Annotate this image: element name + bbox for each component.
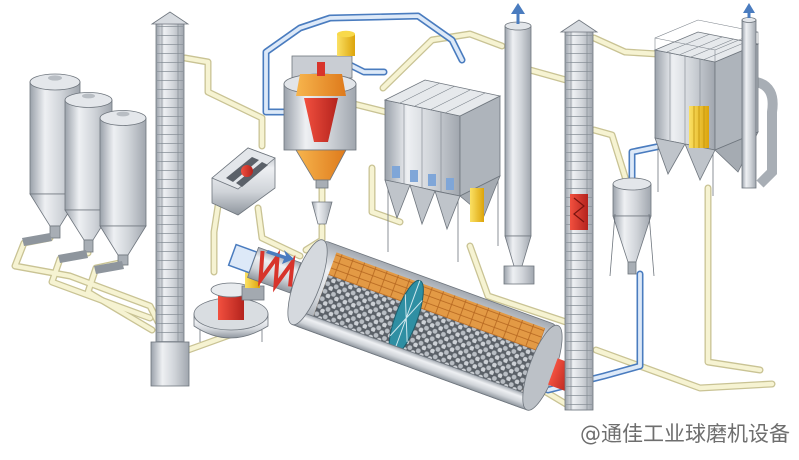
elevator-boot <box>150 341 190 387</box>
return-duct <box>754 77 778 188</box>
silo-hatch <box>116 111 130 117</box>
crusher-rotor <box>241 165 253 177</box>
filter-bag-panel <box>470 188 484 222</box>
filter-hopper <box>384 179 411 220</box>
raw-material-silo-3 <box>94 110 147 274</box>
ball-mill <box>227 239 589 411</box>
crusher-slot <box>236 162 268 187</box>
bucket-elevator-2 <box>559 19 599 411</box>
silo-hatch <box>48 75 62 81</box>
grinding-balls <box>313 274 537 393</box>
separator-motor <box>337 34 355 56</box>
gearbox <box>241 285 265 301</box>
air-arrow-icon <box>266 250 294 264</box>
cyclone <box>609 177 655 277</box>
mill-inlet-air-arrow <box>266 250 294 264</box>
filter-hopper <box>434 190 461 231</box>
separator-outer-cone <box>295 149 347 181</box>
bag-filter-1 <box>383 79 502 262</box>
silo-feeder <box>94 261 124 274</box>
exhaust-stack-2 <box>741 3 757 189</box>
watermark-text: @通佳工业球磨机设备 <box>580 422 790 446</box>
filter-bag <box>446 178 454 190</box>
exhaust-arrow-icon <box>743 3 755 13</box>
elevator-head <box>150 11 190 25</box>
exhaust-arrow-icon <box>511 3 525 14</box>
inlet-spiral <box>257 249 296 293</box>
bag-filter-2 <box>653 19 778 196</box>
filter-bag <box>428 174 436 186</box>
elevator-drive-marker <box>570 194 588 230</box>
crusher <box>211 147 276 216</box>
vertical-mill <box>193 259 269 342</box>
mill-inlet-head <box>287 239 328 326</box>
stack-base <box>503 265 535 285</box>
filter-bag <box>410 170 418 182</box>
exhaust-stack-1 <box>503 3 535 285</box>
filter-hopper <box>654 137 686 175</box>
separator-inner-cone <box>304 98 338 142</box>
separator-rotor-cage <box>296 74 346 96</box>
silo-hatch <box>82 93 95 99</box>
separator <box>283 30 357 225</box>
filter-roof <box>383 79 502 117</box>
filter-hopper <box>684 143 716 181</box>
elevator-head <box>559 19 599 33</box>
bucket-elevator-1 <box>150 11 190 387</box>
silo-feeder <box>22 233 52 246</box>
filter-hopper <box>409 184 436 226</box>
separator-hopper <box>311 201 333 225</box>
filter-bag <box>392 166 400 178</box>
silo-feeder <box>58 250 88 263</box>
